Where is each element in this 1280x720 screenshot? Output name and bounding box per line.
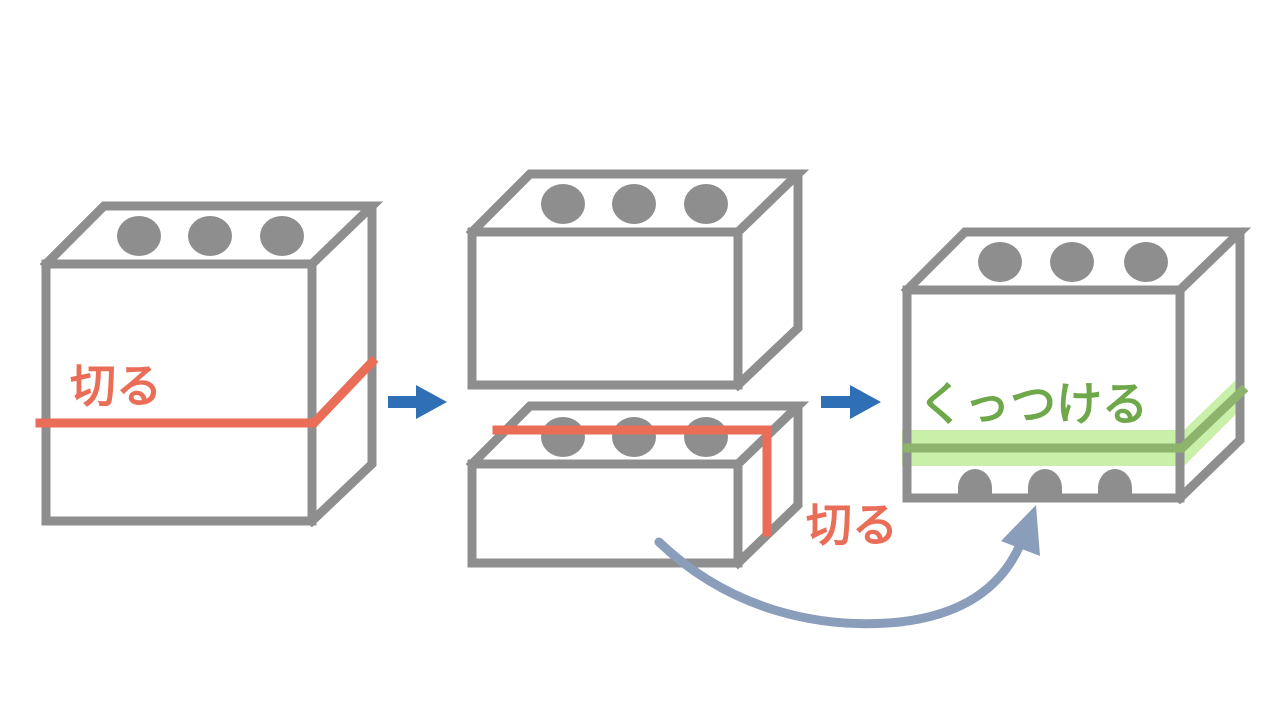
- upper-half-brick: [465, 169, 810, 392]
- curved-arrow-head: [1001, 505, 1040, 556]
- assembled-brick: くっつける: [900, 227, 1252, 505]
- stud: [117, 216, 161, 256]
- stud: [541, 184, 585, 224]
- stud: [684, 184, 728, 224]
- attach-label: くっつける: [918, 377, 1148, 431]
- lower-half-brick: 切る: [465, 401, 898, 570]
- stud: [260, 216, 304, 256]
- stud: [541, 417, 585, 457]
- cut-line: [492, 425, 772, 537]
- right-arrow-icon: [821, 385, 881, 419]
- cut-line: [35, 355, 379, 428]
- assembled-outline: [900, 227, 1252, 505]
- stud: [188, 216, 232, 256]
- half-stud: [958, 469, 992, 498]
- half-stud: [1098, 469, 1132, 498]
- upper-half-outline: [465, 169, 810, 392]
- cut-label: 切る: [806, 498, 898, 552]
- attach-highlight: [902, 374, 1242, 466]
- right-arrow-icon: [388, 385, 447, 419]
- stud: [684, 417, 728, 457]
- full-brick-outline: [39, 201, 384, 528]
- curved-arrow-icon: [654, 505, 1040, 629]
- attach-line: [903, 384, 1249, 453]
- full-brick: 切る: [35, 201, 384, 528]
- stud: [1124, 242, 1168, 282]
- half-stud: [1028, 469, 1062, 498]
- stud: [1050, 242, 1094, 282]
- stud: [978, 242, 1022, 282]
- curved-arrow-shaft: [654, 537, 1025, 629]
- stud: [612, 184, 656, 224]
- stud: [612, 417, 656, 457]
- cut-label: 切る: [70, 359, 162, 413]
